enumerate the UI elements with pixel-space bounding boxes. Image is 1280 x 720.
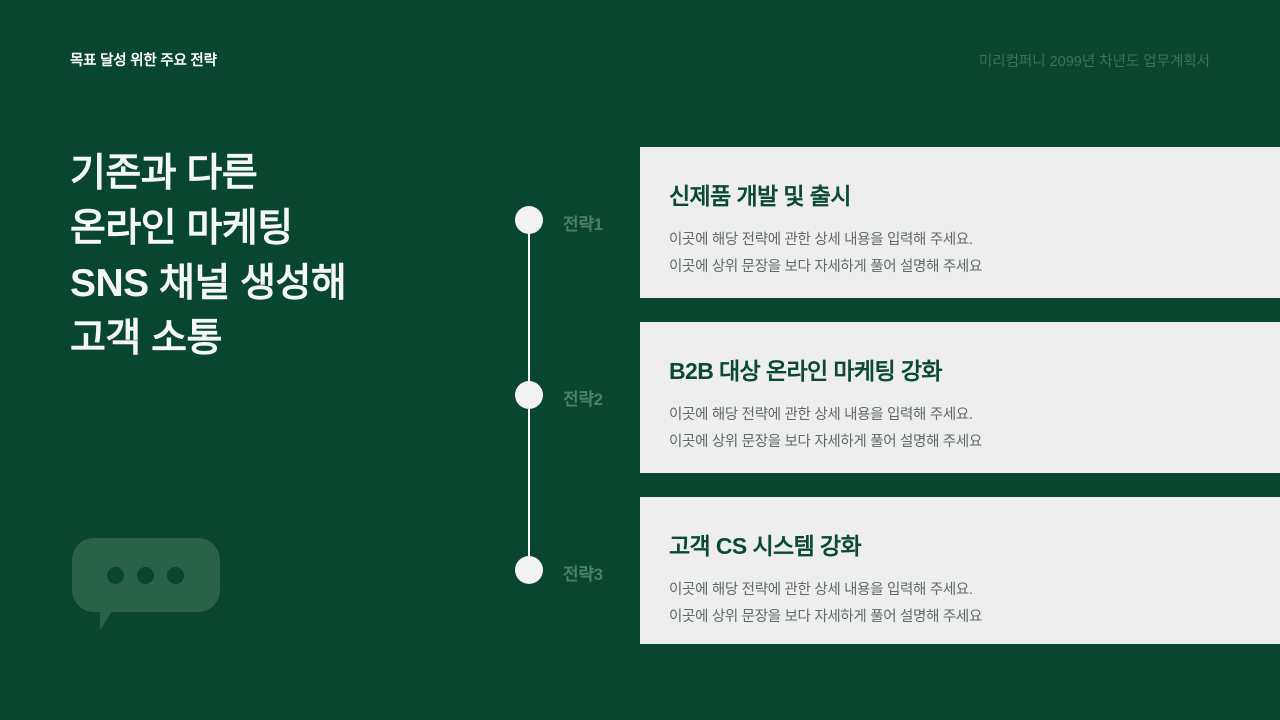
strategy-card-1: 신제품 개발 및 출시 이곳에 해당 전략에 관한 상세 내용을 입력해 주세요… xyxy=(640,147,1280,298)
chat-bubble-icon xyxy=(72,538,220,630)
chat-bubble-dot-2 xyxy=(137,567,154,584)
strategy-card-body-line: 이곳에 해당 전략에 관한 상세 내용을 입력해 주세요. xyxy=(669,232,973,248)
timeline-node-3 xyxy=(515,556,543,584)
strategy-card-body-line: 이곳에 해당 전략에 관한 상세 내용을 입력해 주세요. xyxy=(669,407,973,423)
timeline-label-3: 전략3 xyxy=(563,565,603,584)
strategy-card-body-line: 이곳에 상위 문장을 보다 자세하게 풀어 설명해 주세요 xyxy=(669,609,982,625)
timeline-label-2: 전략2 xyxy=(563,390,603,409)
timeline-node-2 xyxy=(515,381,543,409)
strategy-card-body-line: 이곳에 상위 문장을 보다 자세하게 풀어 설명해 주세요 xyxy=(669,259,982,275)
chat-bubble-dot-1 xyxy=(107,567,124,584)
strategy-card-title: 고객 CS 시스템 강화 xyxy=(669,533,862,559)
strategy-card-title: B2B 대상 온라인 마케팅 강화 xyxy=(669,358,943,384)
slide-section-title: 목표 달성 위한 주요 전략 xyxy=(70,53,217,69)
strategy-card-2: B2B 대상 온라인 마케팅 강화 이곳에 해당 전략에 관한 상세 내용을 입… xyxy=(640,322,1280,473)
timeline-label-1: 전략1 xyxy=(563,215,603,234)
headline-line-4: 고객 소통 xyxy=(70,317,222,360)
strategy-card-title: 신제품 개발 및 출시 xyxy=(669,183,851,209)
headline-line-1: 기존과 다른 xyxy=(70,152,258,195)
strategy-card-body-line: 이곳에 상위 문장을 보다 자세하게 풀어 설명해 주세요 xyxy=(669,434,982,450)
chat-bubble-tail xyxy=(100,604,139,630)
document-label: 미리컴퍼니 2099년 차년도 업무계획서 xyxy=(978,54,1210,70)
headline-line-3: SNS 채널 생성해 xyxy=(70,262,347,305)
strategy-card-body-line: 이곳에 해당 전략에 관한 상세 내용을 입력해 주세요. xyxy=(669,582,973,598)
strategy-card-3: 고객 CS 시스템 강화 이곳에 해당 전략에 관한 상세 내용을 입력해 주세… xyxy=(640,497,1280,644)
page-title: 기존과 다른 온라인 마케팅 SNS 채널 생성해 고객 소통 xyxy=(70,146,347,366)
headline-line-2: 온라인 마케팅 xyxy=(70,207,293,250)
timeline-node-1 xyxy=(515,206,543,234)
chat-bubble-dot-3 xyxy=(167,567,184,584)
